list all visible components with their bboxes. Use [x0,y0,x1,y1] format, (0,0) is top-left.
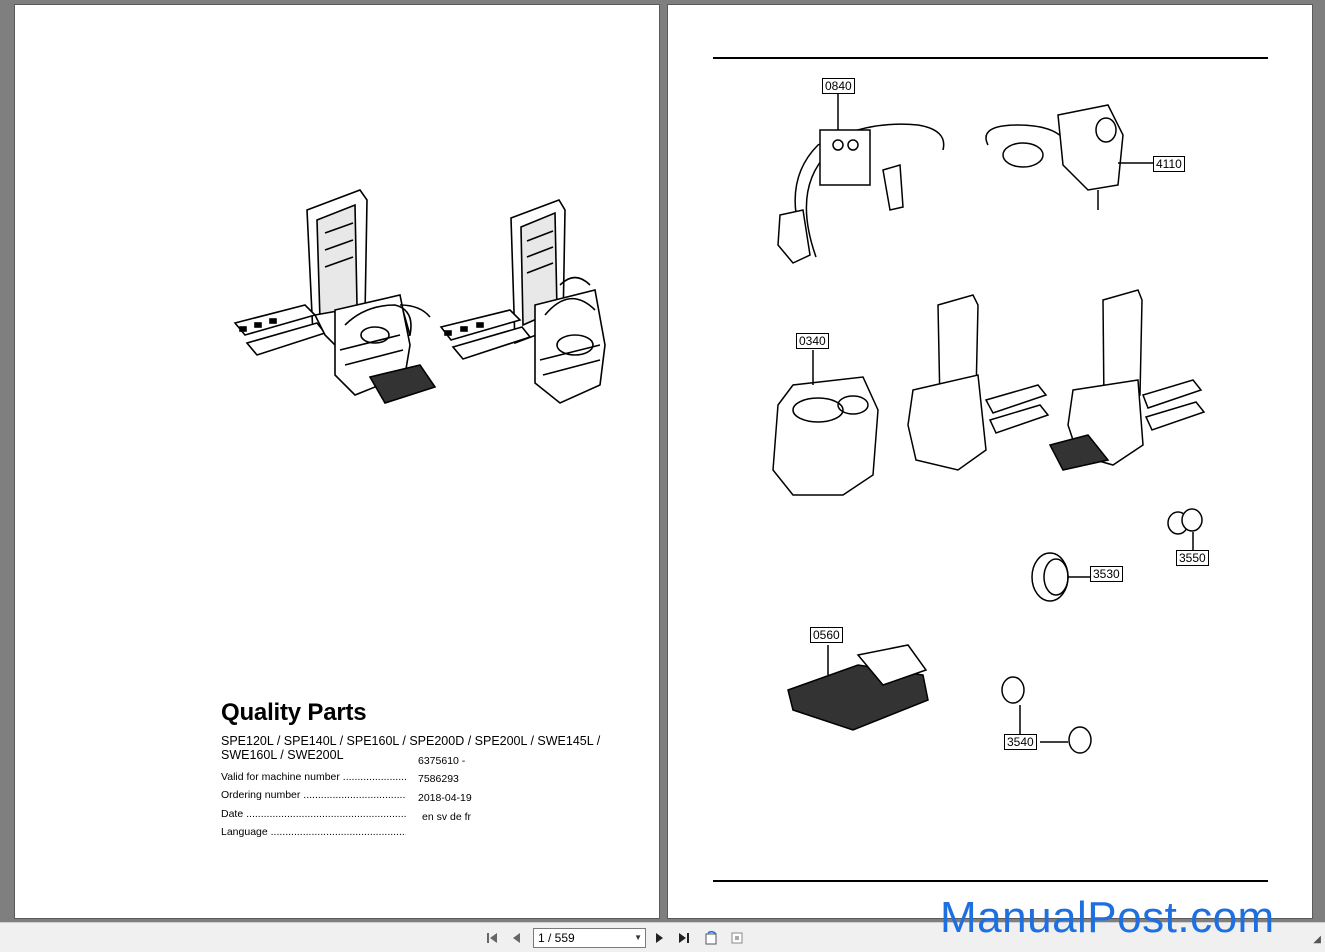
parts-overview-illustration [772,87,1206,754]
first-page-icon[interactable] [483,929,501,947]
info-label: Language [221,826,406,838]
rotate-icon[interactable] [702,929,720,947]
info-label: Date [221,808,406,820]
info-row-date: Date [221,808,406,823]
last-page-icon[interactable] [675,929,693,947]
info-row-language: Language [221,826,406,841]
info-value-language: en sv de fr [422,811,472,823]
part-callout: 0340 [796,333,829,349]
next-page-icon[interactable] [651,929,669,947]
part-callout: 3550 [1176,550,1209,566]
part-callout: 0840 [822,78,855,94]
top-rule [713,57,1268,59]
info-label: Valid for machine number [221,771,406,783]
info-value-machine-number: 6375610 - [418,755,466,767]
previous-page-icon[interactable] [507,929,525,947]
fit-page-icon[interactable] [728,929,746,947]
document-title: Quality Parts [221,699,367,726]
pallet-stackers-cover-illustration [233,189,606,404]
model-list: SPE120L / SPE140L / SPE160L / SPE200D / … [221,734,601,762]
document-page-right: 0840 4110 0340 3550 3530 0560 3540 [667,4,1313,919]
page-indicator: 1 / 559 [538,931,575,945]
part-callout: 3540 [1004,734,1037,750]
resize-grip-icon[interactable]: ◢ [1313,934,1321,945]
watermark-text: ManualPost.com [940,893,1275,942]
page-number-select[interactable]: 1 / 559 ▼ [533,928,646,948]
info-row-ordering-number: Ordering number [221,789,406,804]
document-page-left: Quality Parts SPE120L / SPE140L / SPE160… [14,4,660,919]
info-row-machine-number: Valid for machine number [221,771,406,786]
bottom-rule [713,880,1268,882]
part-callout: 4110 [1153,156,1185,172]
part-callout: 3530 [1090,566,1123,582]
viewer-toolbar: 1 / 559 ▼ [0,922,1325,952]
part-callout: 0560 [810,627,843,643]
info-value-ordering-number: 7586293 [418,773,459,785]
chevron-down-icon: ▼ [634,933,642,942]
info-value-date: 2018-04-19 [418,792,472,804]
info-label: Ordering number [221,789,406,801]
